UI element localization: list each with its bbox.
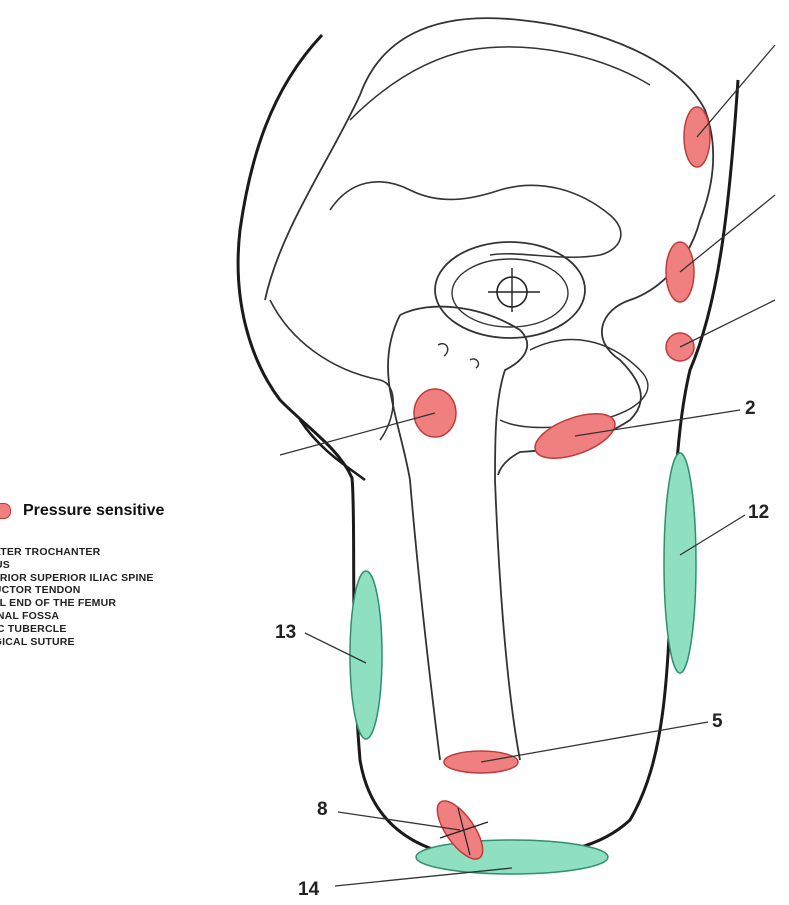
pelvis-outline [265,18,713,475]
body-outline-left [238,35,470,858]
legend-item: EATER TROCHANTER [0,546,230,559]
leader-14 [335,868,512,886]
label-5: 5 [712,711,723,732]
legend-item: UINAL FOSSA [0,610,230,623]
legend-item: MUS [0,559,230,572]
pelvis-lower-contour [270,300,393,440]
iliac-crest-line [350,47,650,120]
femur-neck [400,307,527,760]
zone-green-13 [350,571,382,739]
leader-asis [680,300,775,347]
obturator-line [500,340,648,428]
body-outline-right [500,80,738,858]
legend-item: TERIOR SUPERIOR ILIAC SPINE [0,572,230,585]
femur-trochanter-marks [438,344,478,368]
label-2: 2 [745,398,756,419]
pressure-swatch-icon [0,503,11,519]
label-13: 13 [275,622,296,643]
legend: Pressure sensitive EATER TROCHANTER MUS … [0,498,230,648]
legend-item: BIC TUBERCLE [0,623,230,636]
femur-proximal [388,315,440,760]
leader-trochanter [280,413,435,455]
legend-item: DUCTOR TENDON [0,584,230,597]
legend-header: Pressure sensitive [0,498,230,524]
zone-green-12 [664,453,696,673]
label-12: 12 [748,502,769,523]
label-8: 8 [317,799,328,820]
pelvis-inner-contour [330,182,621,257]
legend-list: EATER TROCHANTER MUS TERIOR SUPERIOR ILI… [0,546,230,648]
acetabulum-inner [452,259,568,327]
legend-item: TAL END OF THE FEMUR [0,597,230,610]
zone-green-14 [416,840,608,874]
label-14: 14 [298,879,320,900]
legend-title: Pressure sensitive [23,502,164,520]
legend-item: RGICAL SUTURE [0,636,230,649]
